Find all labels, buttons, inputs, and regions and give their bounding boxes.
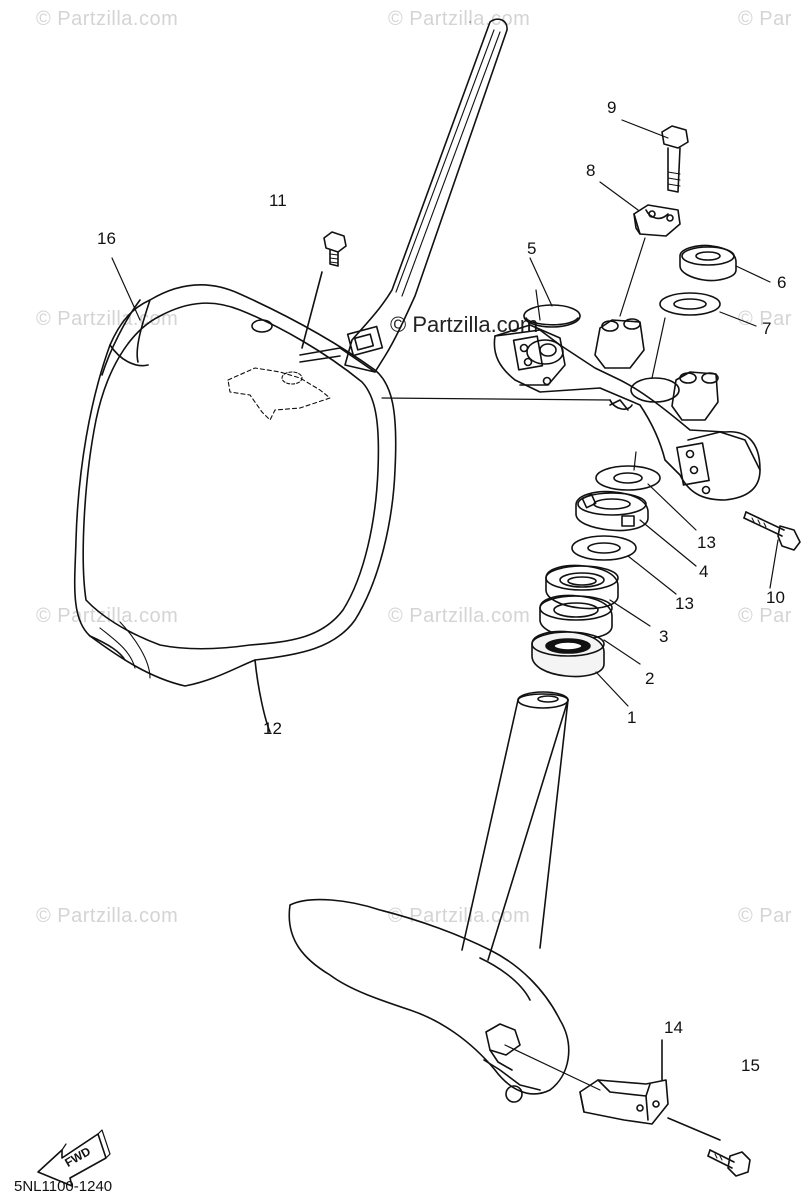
bolt-10 xyxy=(743,511,801,551)
watermark: © Par xyxy=(738,605,792,627)
leader-lines xyxy=(111,21,779,707)
bearing-3 xyxy=(545,564,619,610)
callout-3: 3 xyxy=(659,627,669,646)
watermark: © Par xyxy=(738,905,792,927)
number-plate xyxy=(73,284,397,733)
callout-9: 9 xyxy=(607,98,617,117)
bearing-race-2 xyxy=(539,594,613,640)
guide-14 xyxy=(579,1039,721,1141)
callout-2: 2 xyxy=(645,669,655,688)
bearing-1 xyxy=(531,630,605,678)
washer-7 xyxy=(659,292,721,316)
watermark: © Partzilla.com xyxy=(36,605,179,627)
ring-nut-4 xyxy=(575,490,649,532)
callout-12: 11 xyxy=(269,191,287,210)
diagram-code: 5NL1100-1240 xyxy=(14,1178,113,1195)
watermark: © Partzilla.com xyxy=(388,605,531,627)
steering-stem xyxy=(288,691,601,1103)
plate-stay xyxy=(299,18,508,373)
callout-13-lower: 13 xyxy=(675,594,694,613)
washer-5 xyxy=(523,304,581,328)
bolt-12 xyxy=(301,231,347,349)
callout-15: 15 xyxy=(741,1056,760,1075)
washer-13-upper xyxy=(595,465,661,491)
callout-5: 5 xyxy=(527,239,537,258)
upper-bracket xyxy=(493,318,761,501)
callout-11: 12 xyxy=(263,719,282,738)
callout-13-upper: 13 xyxy=(697,533,716,552)
callout-16: 16 xyxy=(97,229,116,248)
fwd-arrow-icon xyxy=(37,1129,111,1187)
washer-13-lower xyxy=(571,535,637,561)
watermark: © Partzilla.com xyxy=(388,8,531,30)
handlebar-holder-8 xyxy=(633,204,681,237)
collar-6 xyxy=(679,244,737,282)
watermark: © Partzilla.com xyxy=(36,905,179,927)
bolt-15 xyxy=(707,1149,751,1177)
callout-4: 4 xyxy=(699,562,709,581)
bolt-9 xyxy=(661,125,689,193)
watermark: © Partzilla.com xyxy=(36,8,179,30)
callout-6: 6 xyxy=(777,273,787,292)
callout-7: 7 xyxy=(762,319,772,338)
callout-10: 10 xyxy=(766,588,785,607)
callout-8: 8 xyxy=(586,161,596,180)
callout-14: 14 xyxy=(664,1018,683,1037)
watermark: © Par xyxy=(738,8,792,30)
callout-1: 1 xyxy=(627,708,637,727)
watermark: © Partzilla.com xyxy=(388,905,531,927)
